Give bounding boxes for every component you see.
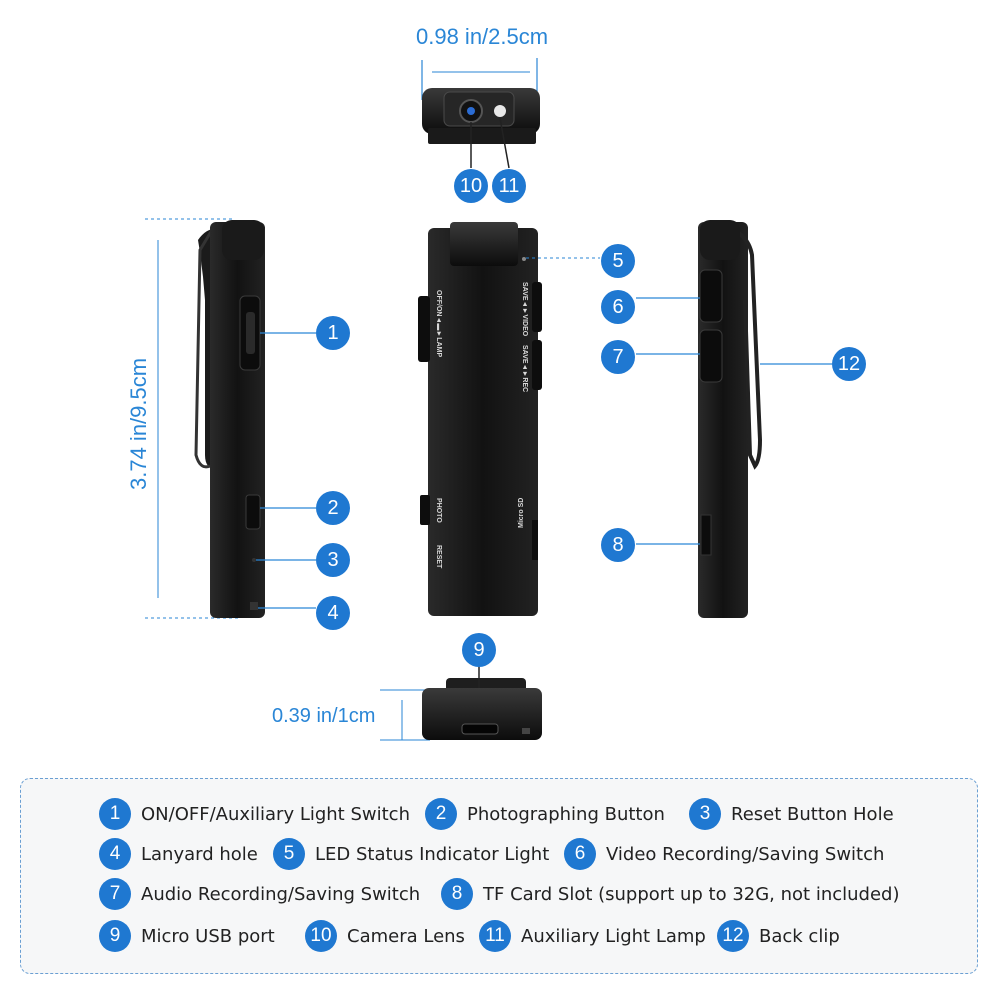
- legend-text: LED Status Indicator Light: [315, 843, 550, 865]
- legend-item-12: 12 Back clip: [717, 919, 840, 953]
- legend-item-7: 7 Audio Recording/Saving Switch: [99, 877, 420, 911]
- micro-sd-label: Micro SD: [518, 497, 525, 528]
- switch-label-save-rec: SAVE◄►REC: [521, 345, 528, 393]
- legend-item-2: 2 Photographing Button: [425, 797, 665, 831]
- legend-text: ON/OFF/Auxiliary Light Switch: [141, 803, 410, 825]
- callout-10: 10: [454, 169, 488, 203]
- legend-number: 10: [305, 920, 337, 952]
- legend-text: Back clip: [759, 925, 840, 947]
- legend-number: 9: [99, 920, 131, 952]
- aux-light-icon: [494, 105, 506, 117]
- legend-item-11: 11 Auxiliary Light Lamp: [479, 919, 706, 953]
- callout-6: 6: [601, 290, 635, 324]
- switch-label-save-video: SAVE◄►VIDEO: [521, 282, 528, 337]
- legend-text: Reset Button Hole: [731, 803, 894, 825]
- legend-number: 2: [425, 798, 457, 830]
- legend-item-1: 1 ON/OFF/Auxiliary Light Switch: [99, 797, 410, 831]
- legend-number: 6: [564, 838, 596, 870]
- width-dimension: 0.98 in/2.5cm: [416, 24, 549, 49]
- callout-7: 7: [601, 340, 635, 374]
- callout-11: 11: [492, 169, 526, 203]
- photo-label: PHOTO: [435, 498, 442, 523]
- legend-item-3: 3 Reset Button Hole: [689, 797, 894, 831]
- bottom-view: [380, 666, 542, 741]
- legend-number: 7: [99, 878, 131, 910]
- callout-9: 9: [462, 633, 496, 667]
- legend-item-5: 5 LED Status Indicator Light: [273, 837, 549, 871]
- legend-number: 8: [441, 878, 473, 910]
- callout-5: 5: [601, 244, 635, 278]
- legend-panel: 1 ON/OFF/Auxiliary Light Switch 2 Photog…: [20, 778, 978, 974]
- reset-label: RESET: [435, 545, 442, 569]
- thickness-dimension: 0.39 in/1cm: [272, 705, 376, 727]
- front-view: [418, 222, 600, 616]
- legend-text: Video Recording/Saving Switch: [606, 843, 885, 865]
- legend-number: 11: [479, 920, 511, 952]
- legend-number: 12: [717, 920, 749, 952]
- legend-number: 5: [273, 838, 305, 870]
- legend-number: 3: [689, 798, 721, 830]
- callout-4: 4: [316, 596, 350, 630]
- legend-text: Photographing Button: [467, 803, 665, 825]
- left-side-view: [145, 218, 316, 619]
- legend-number: 1: [99, 798, 131, 830]
- callout-8: 8: [601, 528, 635, 562]
- callout-2: 2: [316, 491, 350, 525]
- legend-item-10: 10 Camera Lens: [305, 919, 465, 953]
- height-dimension: 3.74 in/9.5cm: [126, 357, 151, 490]
- legend-text: TF Card Slot (support up to 32G, not inc…: [483, 883, 900, 905]
- right-side-view: [636, 220, 832, 618]
- device-illustrations: [145, 58, 832, 741]
- legend-text: Lanyard hole: [141, 843, 258, 865]
- legend-item-8: 8 TF Card Slot (support up to 32G, not i…: [441, 877, 899, 911]
- legend-item-6: 6 Video Recording/Saving Switch: [564, 837, 884, 871]
- legend-number: 4: [99, 838, 131, 870]
- callout-12: 12: [832, 347, 866, 381]
- legend-text: Auxiliary Light Lamp: [521, 925, 706, 947]
- top-view: [421, 58, 540, 169]
- switch-label-onoff-lamp: OFF/ON◄▬►LAMP: [435, 290, 442, 358]
- legend-text: Camera Lens: [347, 925, 465, 947]
- legend-text: Audio Recording/Saving Switch: [141, 883, 421, 905]
- callout-3: 3: [316, 543, 350, 577]
- legend-text: Micro USB port: [141, 925, 275, 947]
- callout-1: 1: [316, 316, 350, 350]
- legend-item-4: 4 Lanyard hole: [99, 837, 258, 871]
- usb-port-icon: [461, 723, 499, 735]
- legend-item-9: 9 Micro USB port: [99, 919, 275, 953]
